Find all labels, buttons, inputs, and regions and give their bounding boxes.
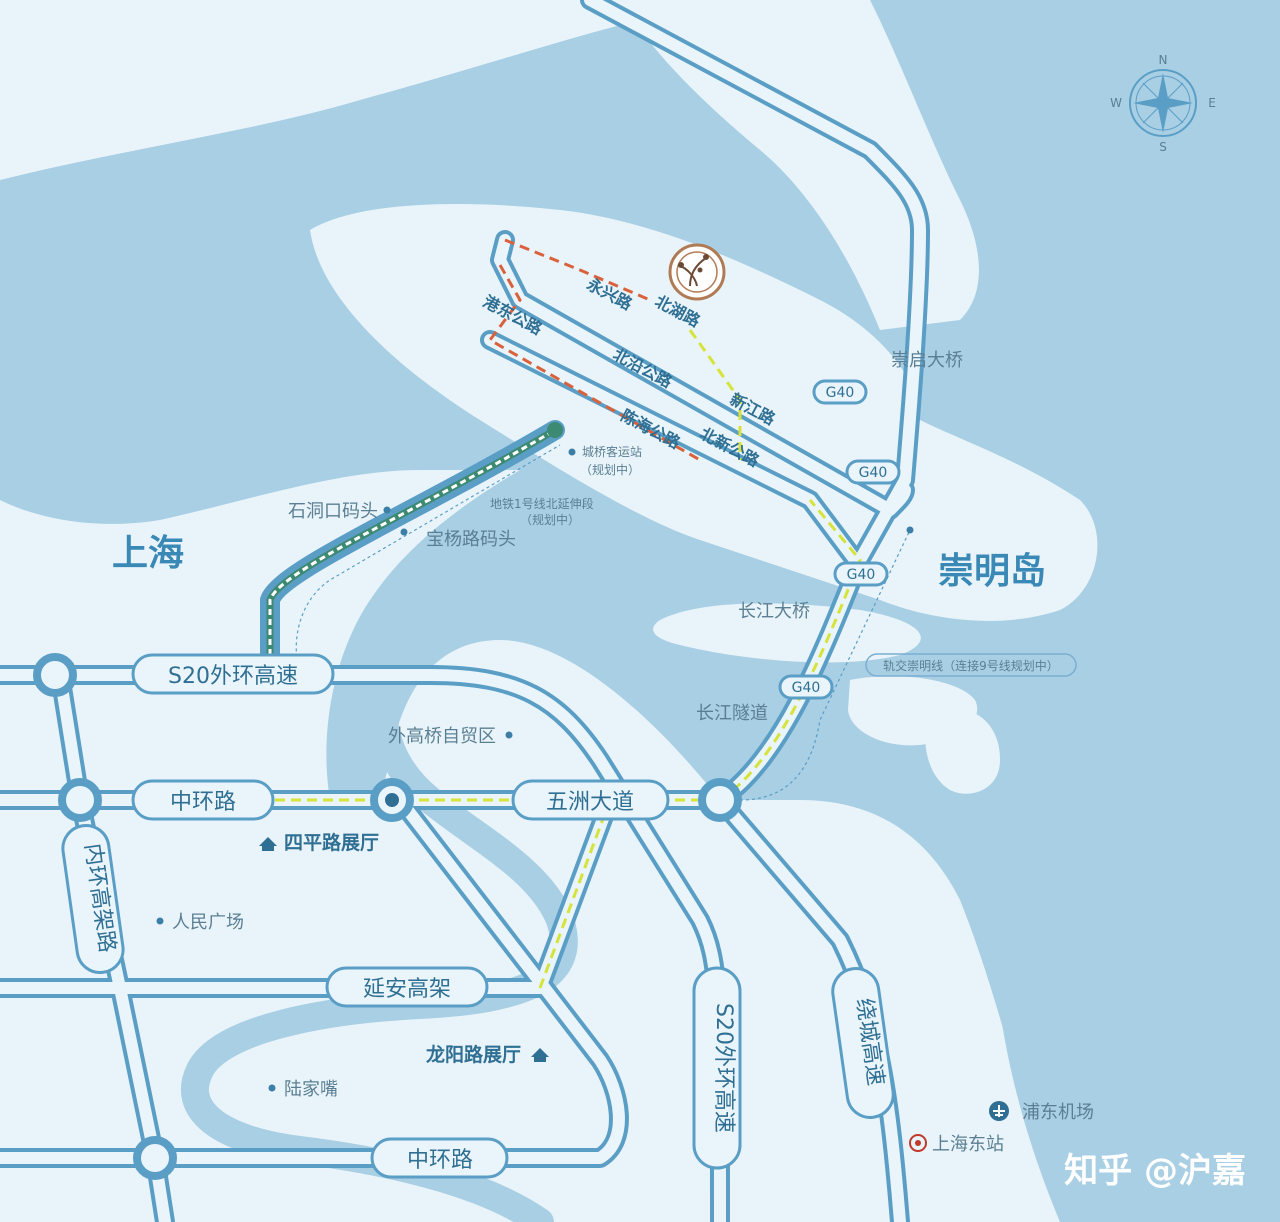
road-label-zhonghuan-bottom: 中环路: [407, 1148, 473, 1173]
road-label-g40-4: G40: [792, 680, 821, 696]
place-metro-line1: 地铁1号线北延伸段: [490, 496, 594, 511]
road-label-zhonghuan-mid: 中环路: [170, 790, 236, 815]
project-logo-marker: [668, 243, 726, 301]
compass-w: W: [1110, 96, 1122, 110]
railway-station-icon: [909, 1134, 927, 1152]
place-metro-chongming: 轨交崇明线（连接9号线规划中）: [883, 658, 1059, 673]
compass-e: E: [1208, 96, 1216, 110]
home-icon: [531, 1048, 549, 1062]
compass-rose-icon: [1129, 69, 1197, 137]
place-chongqi-bridge: 崇启大桥: [891, 350, 963, 371]
road-label-g40-2: G40: [859, 465, 888, 481]
road-label-g40-3: G40: [847, 567, 876, 583]
road-label-g40-1: G40: [826, 385, 855, 401]
road-label-s20-vertical: S20外环高速: [711, 1003, 736, 1133]
planned-line-chongming: [739, 529, 911, 801]
place-chengqiao-line2: （规划中）: [580, 462, 640, 477]
metro-chongming-pill: [865, 653, 1077, 677]
siping-interchange-center: [385, 793, 399, 807]
place-lujiazui: 陆家嘴: [284, 1079, 338, 1100]
place-longyang-hall: 龙阳路展厅: [426, 1043, 521, 1066]
road-label-pills: [61, 379, 901, 1179]
place-changjiang-tunnel: 长江隧道: [696, 703, 768, 724]
place-renmin: 人民广场: [172, 912, 244, 933]
place-baoyang: 宝杨路码头: [426, 529, 516, 550]
place-pudong-airport: 浦东机场: [1022, 1102, 1094, 1123]
place-chengqiao-line1: 城桥客运站: [582, 444, 642, 459]
metro-line-1-dash: [268, 428, 556, 675]
region-label-chongming: 崇明岛: [938, 551, 1046, 592]
place-metro-line2: （规划中）: [520, 512, 580, 527]
road-label-yanan: 延安高架: [363, 977, 451, 1002]
interchanges: [33, 653, 742, 1180]
north-bank: [620, 0, 979, 330]
place-shidongkou: 石洞口码头: [288, 501, 378, 522]
small-island: [925, 707, 1000, 794]
place-dots: [156, 448, 914, 1092]
place-shanghai-east: 上海东站: [932, 1134, 1004, 1155]
chengqiao-station-dot: [547, 422, 563, 438]
region-label-shanghai: 上海: [112, 533, 184, 574]
watermark: 知乎 @沪嘉: [1064, 1151, 1246, 1191]
place-changjiang-bridge: 长江大桥: [738, 601, 810, 622]
airport-icon: [989, 1101, 1009, 1121]
road-label-s20-top: S20外环高速: [168, 664, 298, 689]
place-waigaoqiao: 外高桥自贸区: [388, 726, 496, 747]
compass-s: S: [1159, 140, 1167, 154]
road-label-wuzhou: 五洲大道: [546, 790, 634, 815]
compass-n: N: [1159, 53, 1168, 67]
route-red-dashed: [487, 238, 701, 462]
place-siping-hall: 四平路展厅: [284, 831, 379, 854]
home-icon: [259, 837, 277, 851]
